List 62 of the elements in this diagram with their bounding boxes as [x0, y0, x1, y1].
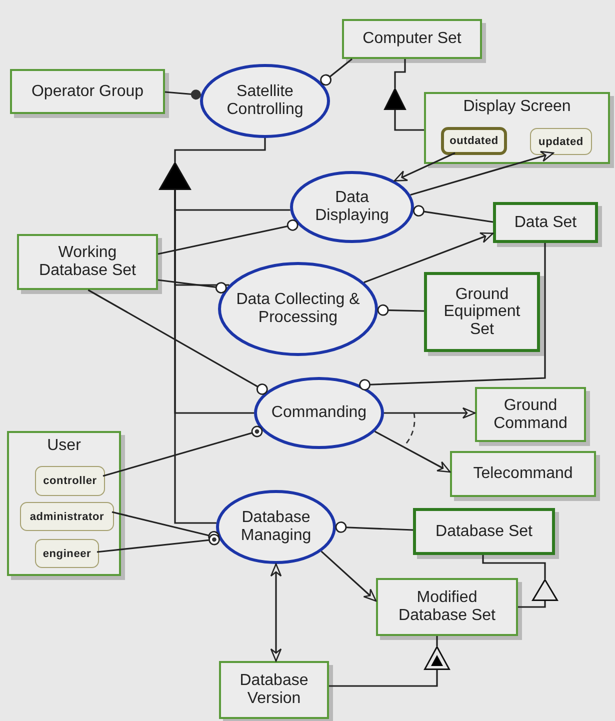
- result-arrow: [374, 430, 451, 473]
- process-label: Satellite Controlling: [226, 83, 304, 119]
- process-label: Data Collecting & Processing: [235, 291, 361, 327]
- object-label: Database Set: [436, 522, 532, 540]
- state-box: [35, 466, 105, 496]
- process-label: Database Managing: [240, 509, 312, 545]
- structure-line: [329, 670, 438, 687]
- process-ellipse: [218, 262, 378, 356]
- instrument-link: [335, 522, 414, 533]
- object-label: Ground Equipment Set: [442, 286, 522, 338]
- agent-link: [102, 426, 263, 477]
- process-ellipse: [254, 377, 384, 449]
- instrument-link: [320, 58, 352, 86]
- consumption-arrow: [394, 152, 456, 182]
- state-label: engineer: [42, 548, 92, 560]
- object-label: Data Set: [514, 214, 577, 232]
- object-label: Computer Set: [362, 30, 462, 48]
- object-label: Database Version: [238, 672, 310, 708]
- state-label: updated: [538, 136, 584, 148]
- structure-line: [518, 601, 546, 608]
- object-label: Working Database Set: [38, 244, 137, 280]
- generalization-triangle: [532, 579, 558, 601]
- state-box: [530, 128, 592, 155]
- instrument-link: [88, 289, 268, 395]
- aggregation-triangle: [384, 88, 406, 110]
- structure-line: [394, 110, 424, 131]
- result-arrow: [410, 150, 554, 196]
- object-label: Ground Command: [492, 396, 568, 432]
- structure-line: [174, 190, 216, 524]
- process-ellipse: [216, 490, 336, 564]
- result-arrow: [364, 232, 494, 284]
- process-ellipse: [200, 64, 330, 138]
- agent-link: [164, 90, 201, 100]
- object-label: Display Screen: [463, 98, 571, 116]
- agent-link: [96, 534, 220, 553]
- state-label: administrator: [30, 510, 104, 522]
- structure-line: [174, 138, 266, 162]
- process-label: Commanding: [270, 404, 368, 422]
- effect-arrow: [270, 563, 282, 662]
- state-label: outdated: [450, 135, 498, 147]
- instrument-link: [158, 279, 227, 294]
- structure-line: [482, 555, 546, 579]
- state-box: [441, 127, 507, 155]
- result-arrow: [320, 550, 377, 602]
- instrument-link: [413, 205, 494, 223]
- state-label: controller: [43, 475, 97, 487]
- object-label: User: [47, 437, 81, 455]
- instrument-link: [359, 243, 546, 390]
- structure-line: [394, 59, 406, 88]
- exhibition-triangle: [424, 646, 450, 670]
- object-label: Telecommand: [473, 465, 573, 483]
- state-box: [20, 502, 114, 531]
- structure-line: [436, 636, 438, 646]
- aggregation-triangle: [159, 162, 191, 190]
- state-box: [35, 539, 99, 568]
- object-label: Operator Group: [31, 82, 144, 100]
- object-label: Modified Database Set: [398, 589, 496, 625]
- instrument-link: [377, 304, 424, 316]
- process-label: Data Displaying: [314, 189, 390, 225]
- process-ellipse: [290, 171, 414, 243]
- instrument-link: [158, 219, 298, 255]
- result-arrow: [384, 407, 476, 419]
